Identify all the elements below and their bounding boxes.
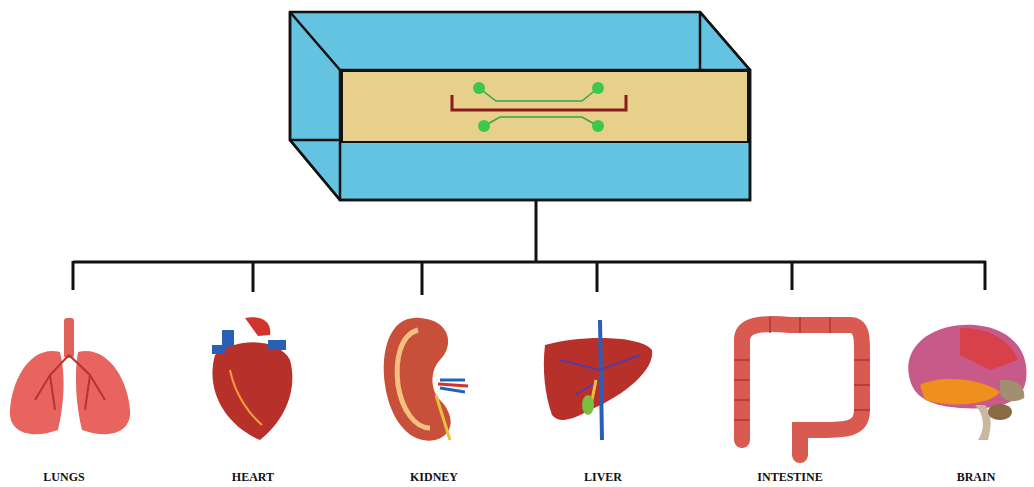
organ-label: LIVER — [584, 470, 622, 485]
organ-label: LUNGS — [43, 470, 84, 485]
chip-bracket — [452, 95, 626, 110]
organ-label: HEART — [232, 470, 274, 485]
chip-ports — [473, 82, 604, 132]
intestine-illustration — [742, 324, 862, 455]
chip-panel — [342, 71, 748, 142]
kidney-illustration — [384, 318, 468, 441]
microchannels — [479, 88, 598, 126]
heart-illustration — [212, 317, 292, 440]
organ-label: KIDNEY — [410, 470, 458, 485]
organ-label: INTESTINE — [757, 470, 822, 485]
lungs-illustration — [10, 318, 130, 434]
intestine-folds — [734, 317, 870, 420]
organ-label: BRAIN — [957, 470, 996, 485]
chip-housing — [290, 12, 750, 200]
brain-illustration — [908, 325, 1026, 440]
liver-illustration — [544, 320, 652, 440]
tree-lines — [73, 200, 986, 295]
